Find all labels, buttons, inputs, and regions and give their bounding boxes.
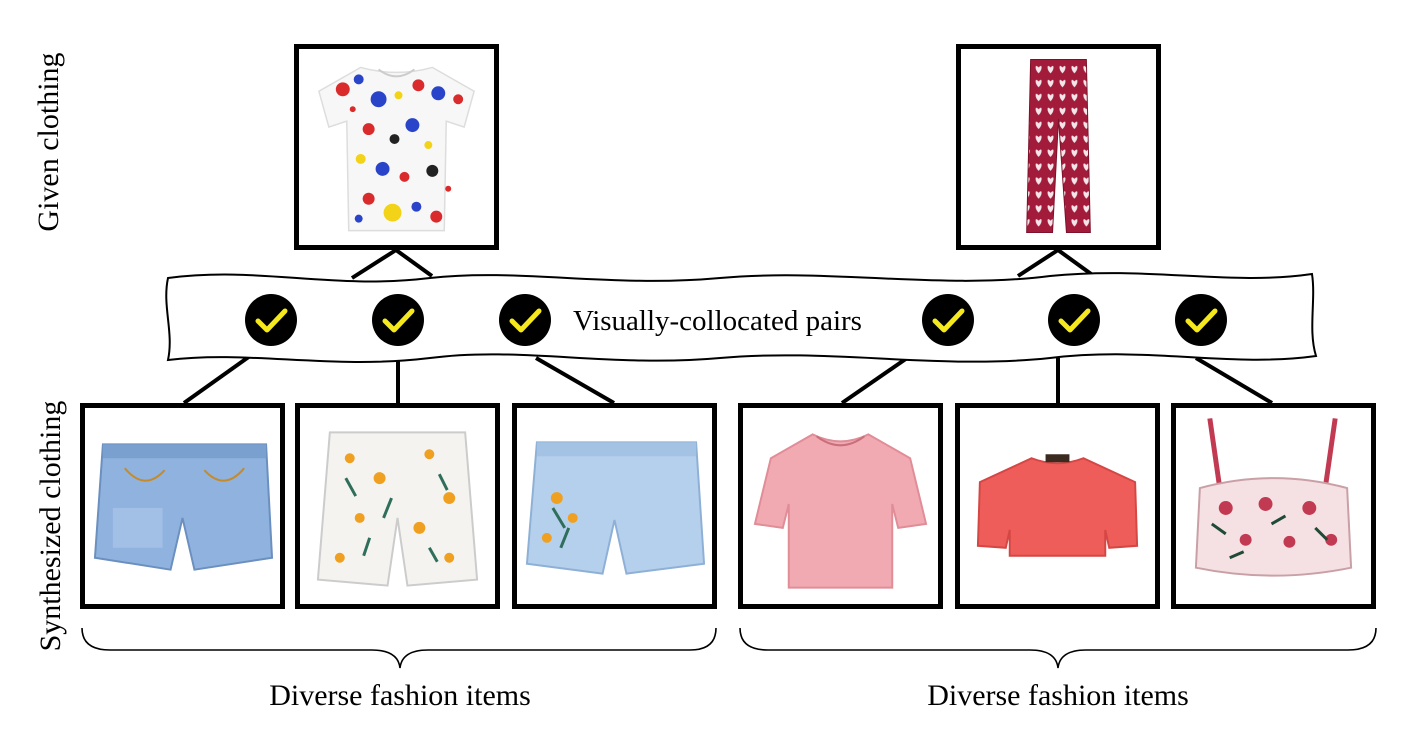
heart-print-trousers-image [1026,58,1091,234]
left-group-caption: Diverse fashion items [269,679,531,712]
given-clothing-label: Given clothing [32,52,65,232]
synth-connector-6 [1194,356,1274,405]
synthesized-clothing-label: Synthesized clothing [34,400,67,652]
pink-blouse-image [753,433,928,589]
synth-connector-1 [182,354,252,405]
banner-label: Visually-collocated pairs [573,305,862,337]
floral-denim-shorts-image [525,441,706,575]
floral-bralette-top-image [1194,418,1353,577]
floral-white-shorts-image [316,431,479,587]
given-item-trousers [956,44,1161,250]
given-right-connector-a [1016,248,1060,278]
splatter-tshirt-image [318,66,475,232]
check-icon [372,294,424,346]
check-icon [1048,294,1100,346]
right-group-caption: Diverse fashion items [927,679,1189,712]
synth-item-floral-bralette-top [1171,403,1376,609]
synth-item-coral-crop-top [955,403,1160,609]
denim-shorts-image [93,443,274,571]
synth-connector-3 [535,356,615,405]
synth-connector-4 [840,354,912,405]
synth-item-floral-white-shorts [295,403,500,609]
coral-crop-top-image [976,454,1139,557]
check-icon [245,294,297,346]
check-icon [499,294,551,346]
banner-shape [165,272,1318,363]
check-icon [922,294,974,346]
given-left-connector-b [394,248,434,278]
synth-item-floral-denim-shorts [512,403,717,609]
synth-item-denim-shorts [80,403,285,609]
left-brace [81,627,717,669]
right-brace [739,627,1377,669]
given-left-connector-a [350,248,398,280]
synth-item-pink-blouse [738,403,943,609]
given-item-tshirt [294,44,499,250]
check-icon [1175,294,1227,346]
